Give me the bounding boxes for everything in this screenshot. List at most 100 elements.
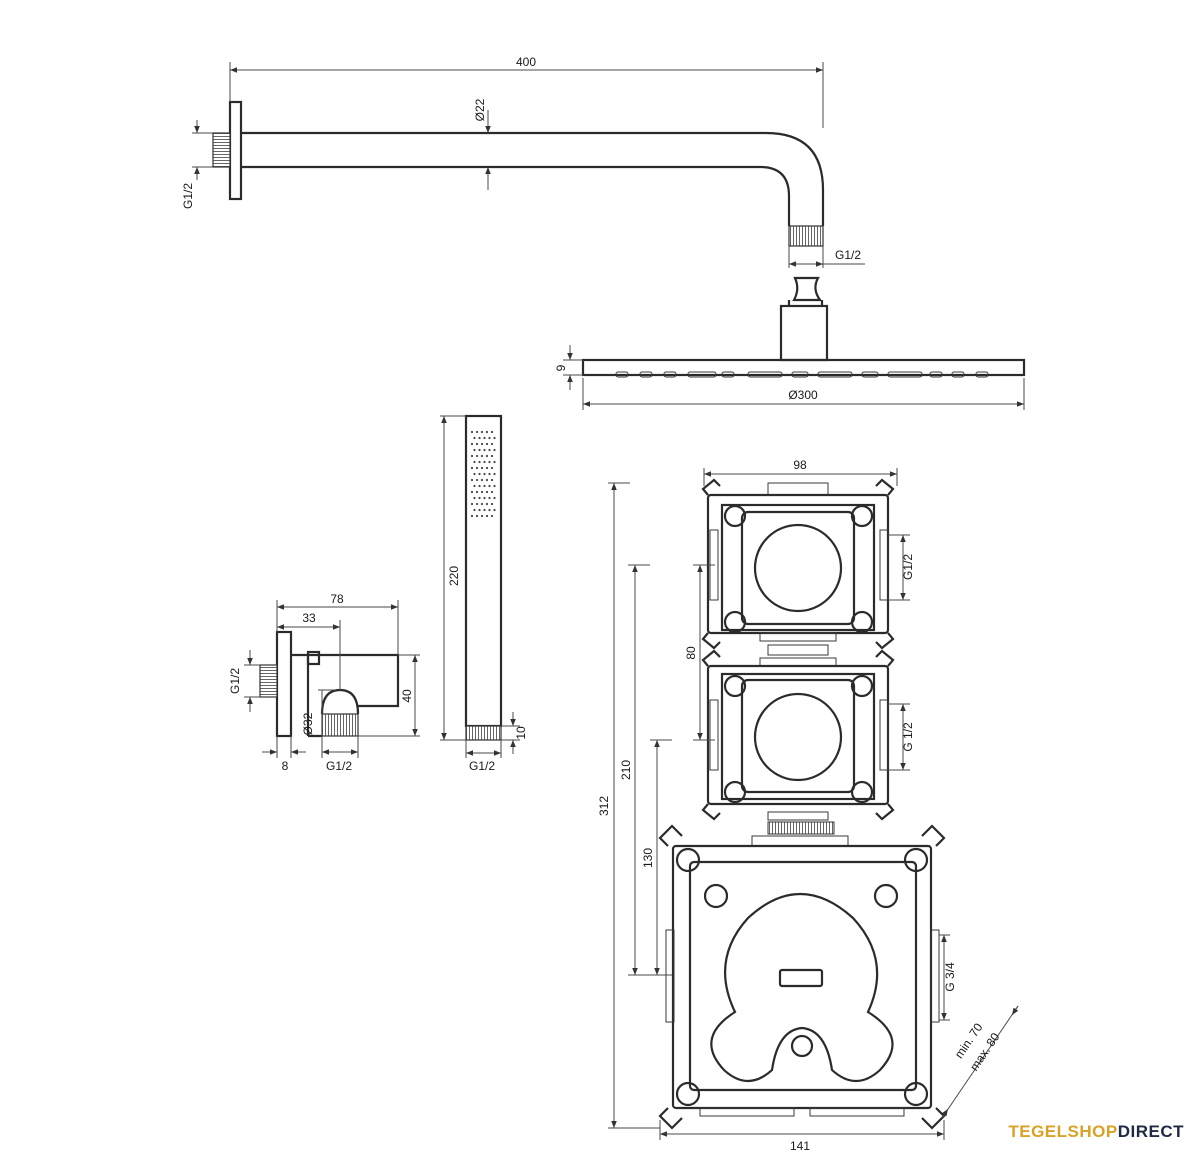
nozzle-dot (473, 436, 476, 440)
dim-arm-length-label: 400 (516, 55, 536, 69)
dim-box-upper-thread-label: G1/2 (901, 554, 915, 580)
dim-outlet-diameter-label: Ø32 (301, 712, 315, 735)
dim-box-main-width: 141 (659, 1120, 945, 1153)
dim-box-middle-thread-label: G 1/2 (901, 722, 915, 752)
nozzle-dot (490, 454, 494, 458)
nozzle-dot (488, 496, 491, 500)
dim-head-thickness: 9 (554, 345, 583, 390)
dim-box-total-height: 312 (597, 482, 660, 1129)
hand-shower (464, 414, 503, 741)
lower-coupling (751, 811, 849, 847)
nozzle-dot (488, 436, 491, 440)
dim-outlet-wall-thread: G1/2 (228, 650, 260, 712)
nozzle-dot (475, 442, 479, 446)
nozzle-dot (473, 448, 476, 452)
nozzle-dot (483, 460, 486, 464)
hand-shower-thread (465, 725, 502, 741)
brand-logo-part1: TEGELSHOP (1008, 1122, 1118, 1141)
dim-outlet-bottom-thread-label: G1/2 (326, 759, 352, 773)
dim-hand-shower-length: 220 (440, 415, 466, 741)
dim-head-diameter: Ø300 (582, 378, 1025, 410)
nozzle-dot (490, 514, 494, 518)
middle-valve-module (701, 649, 895, 821)
nozzle-dot (480, 430, 484, 434)
dim-outlet-flange: 8 (262, 736, 306, 773)
nozzle-dot (488, 460, 491, 464)
dim-outlet-offset: 33 (277, 611, 341, 690)
nozzle-dot (475, 454, 479, 458)
nozzle-dot (485, 490, 489, 494)
dim-outlet-width-label: 78 (330, 592, 344, 606)
dim-box-depth: min. 70 max. 80 (941, 1005, 1019, 1119)
dim-outlet-diameter: Ø32 (301, 689, 336, 736)
dim-box-upper-width: 98 (703, 458, 898, 486)
nozzle-dot (473, 508, 476, 512)
nozzle-dot (480, 490, 484, 494)
nozzle-dot (478, 508, 481, 512)
arm-tube (241, 131, 825, 226)
dim-hand-shower-base: 10 (501, 712, 528, 754)
dim-box-height-210: 210 (619, 564, 666, 976)
nozzle-dot (493, 448, 496, 452)
nozzle-dot (490, 466, 494, 470)
dim-outlet-offset-label: 33 (302, 611, 316, 625)
dim-outlet-height: 40 (358, 654, 420, 737)
dim-outlet-height-label: 40 (400, 689, 414, 703)
ball-joint (792, 276, 823, 302)
upper-coupling (759, 632, 837, 667)
nozzle-dot (483, 448, 486, 452)
dim-box-main-width-label: 141 (790, 1139, 810, 1153)
rain-shower-head (581, 276, 1026, 378)
dim-outlet-wall-thread-label: G1/2 (228, 668, 242, 694)
nozzle-dot (478, 484, 481, 488)
dim-box-main-thread-label: G 3/4 (943, 962, 957, 992)
nozzle-dot (490, 442, 494, 446)
nozzle-dot (470, 514, 474, 518)
nozzle-dot (470, 442, 474, 446)
outlet-wall-thread (259, 664, 278, 698)
nozzle-dot (470, 466, 474, 470)
nozzle-dot (470, 490, 474, 494)
arm-wall-thread (212, 132, 231, 168)
nozzle-dot (483, 436, 486, 440)
dim-outlet-bottom-thread: G1/2 (321, 736, 359, 773)
dim-hand-shower-thread-label: G1/2 (469, 759, 495, 773)
dim-arm-diameter-label: Ø22 (473, 98, 487, 121)
nozzle-dot (475, 430, 479, 434)
wall-outlet (259, 630, 400, 738)
nozzle-dot (493, 484, 496, 488)
nozzle-dot (473, 484, 476, 488)
dim-arm-outlet-thread: G1/2 (788, 246, 865, 268)
nozzle-dot (485, 454, 489, 458)
nozzle-dot (480, 442, 484, 446)
nozzle-dot (478, 472, 481, 476)
nozzle-dot (490, 430, 494, 434)
nozzle-dot (470, 454, 474, 458)
nozzle-dot (480, 454, 484, 458)
nozzle-dot (473, 472, 476, 476)
nozzle-dot (470, 478, 474, 482)
arm-wall-flange (228, 100, 243, 201)
nozzle-dot (488, 472, 491, 476)
dim-wall-thread: G1/2 (181, 120, 213, 209)
arm-outlet-thread (788, 225, 824, 247)
dim-hand-shower-base-label: 10 (514, 726, 528, 740)
nozzle-dot (475, 502, 479, 506)
nozzle-dot (475, 514, 479, 518)
nozzle-dot (485, 502, 489, 506)
hand-shower-body (464, 414, 503, 728)
dim-box-upper-thread: G1/2 (888, 534, 915, 601)
nozzle-dot (483, 472, 486, 476)
nozzle-dot (485, 514, 489, 518)
nozzle-dot (493, 496, 496, 500)
dim-box-valve-spacing-label: 80 (684, 646, 698, 660)
brand-logo-part2: DIRECT (1117, 1122, 1184, 1141)
outlet-hook (306, 650, 321, 666)
dim-box-middle-thread: G 1/2 (888, 703, 915, 771)
nozzle-dot (478, 496, 481, 500)
nozzle-dot (493, 436, 496, 440)
nozzle-dot (478, 448, 481, 452)
nozzle-dot (475, 466, 479, 470)
concealed-box (658, 478, 946, 1130)
